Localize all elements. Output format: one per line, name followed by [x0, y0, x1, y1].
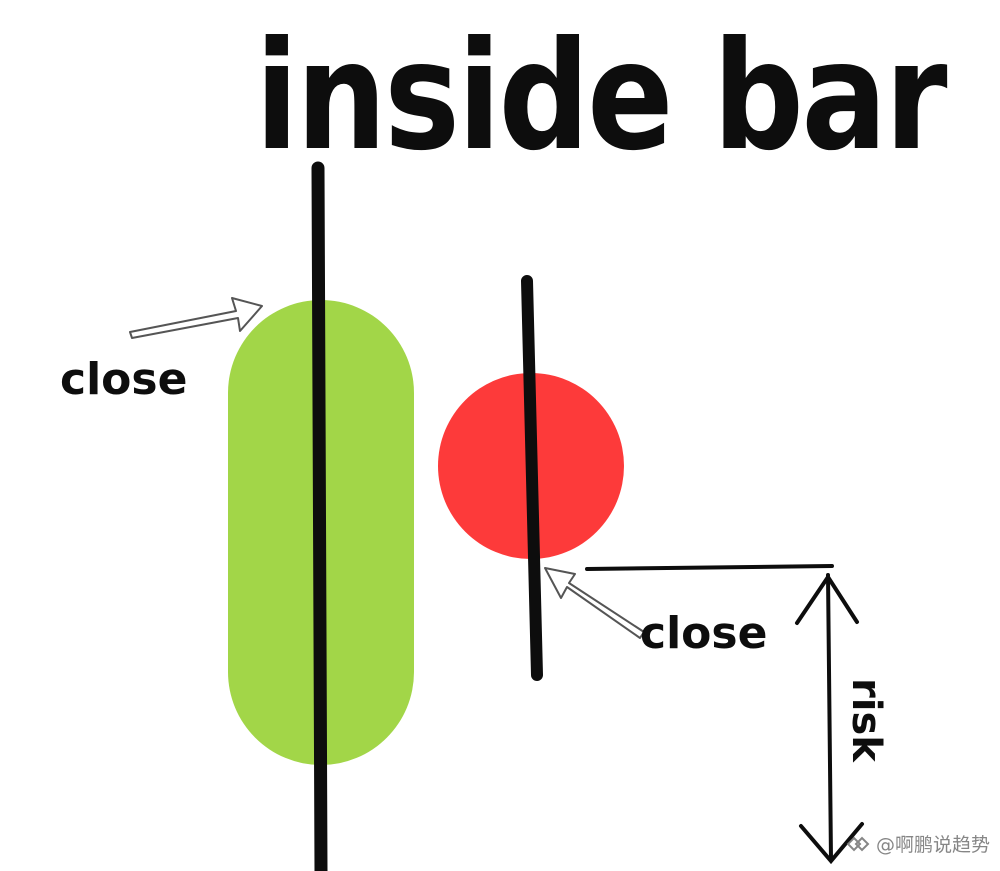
risk-double-arrow-icon	[795, 573, 864, 865]
red-close-arrow-icon	[544, 567, 645, 639]
watermark: @啊鹏说趋势	[846, 830, 990, 857]
green-candle-wick	[311, 161, 328, 871]
red-candle-wick	[521, 275, 543, 681]
green-close-label: close	[60, 354, 187, 405]
green-close-arrow-icon	[129, 297, 263, 339]
risk-label: risk	[843, 678, 889, 763]
logo-icon	[846, 835, 870, 853]
red-close-label: close	[640, 608, 767, 659]
watermark-text: @啊鹏说趋势	[875, 834, 990, 856]
stop-level-line	[585, 564, 834, 571]
diagram-title: inside bar	[255, 10, 948, 184]
